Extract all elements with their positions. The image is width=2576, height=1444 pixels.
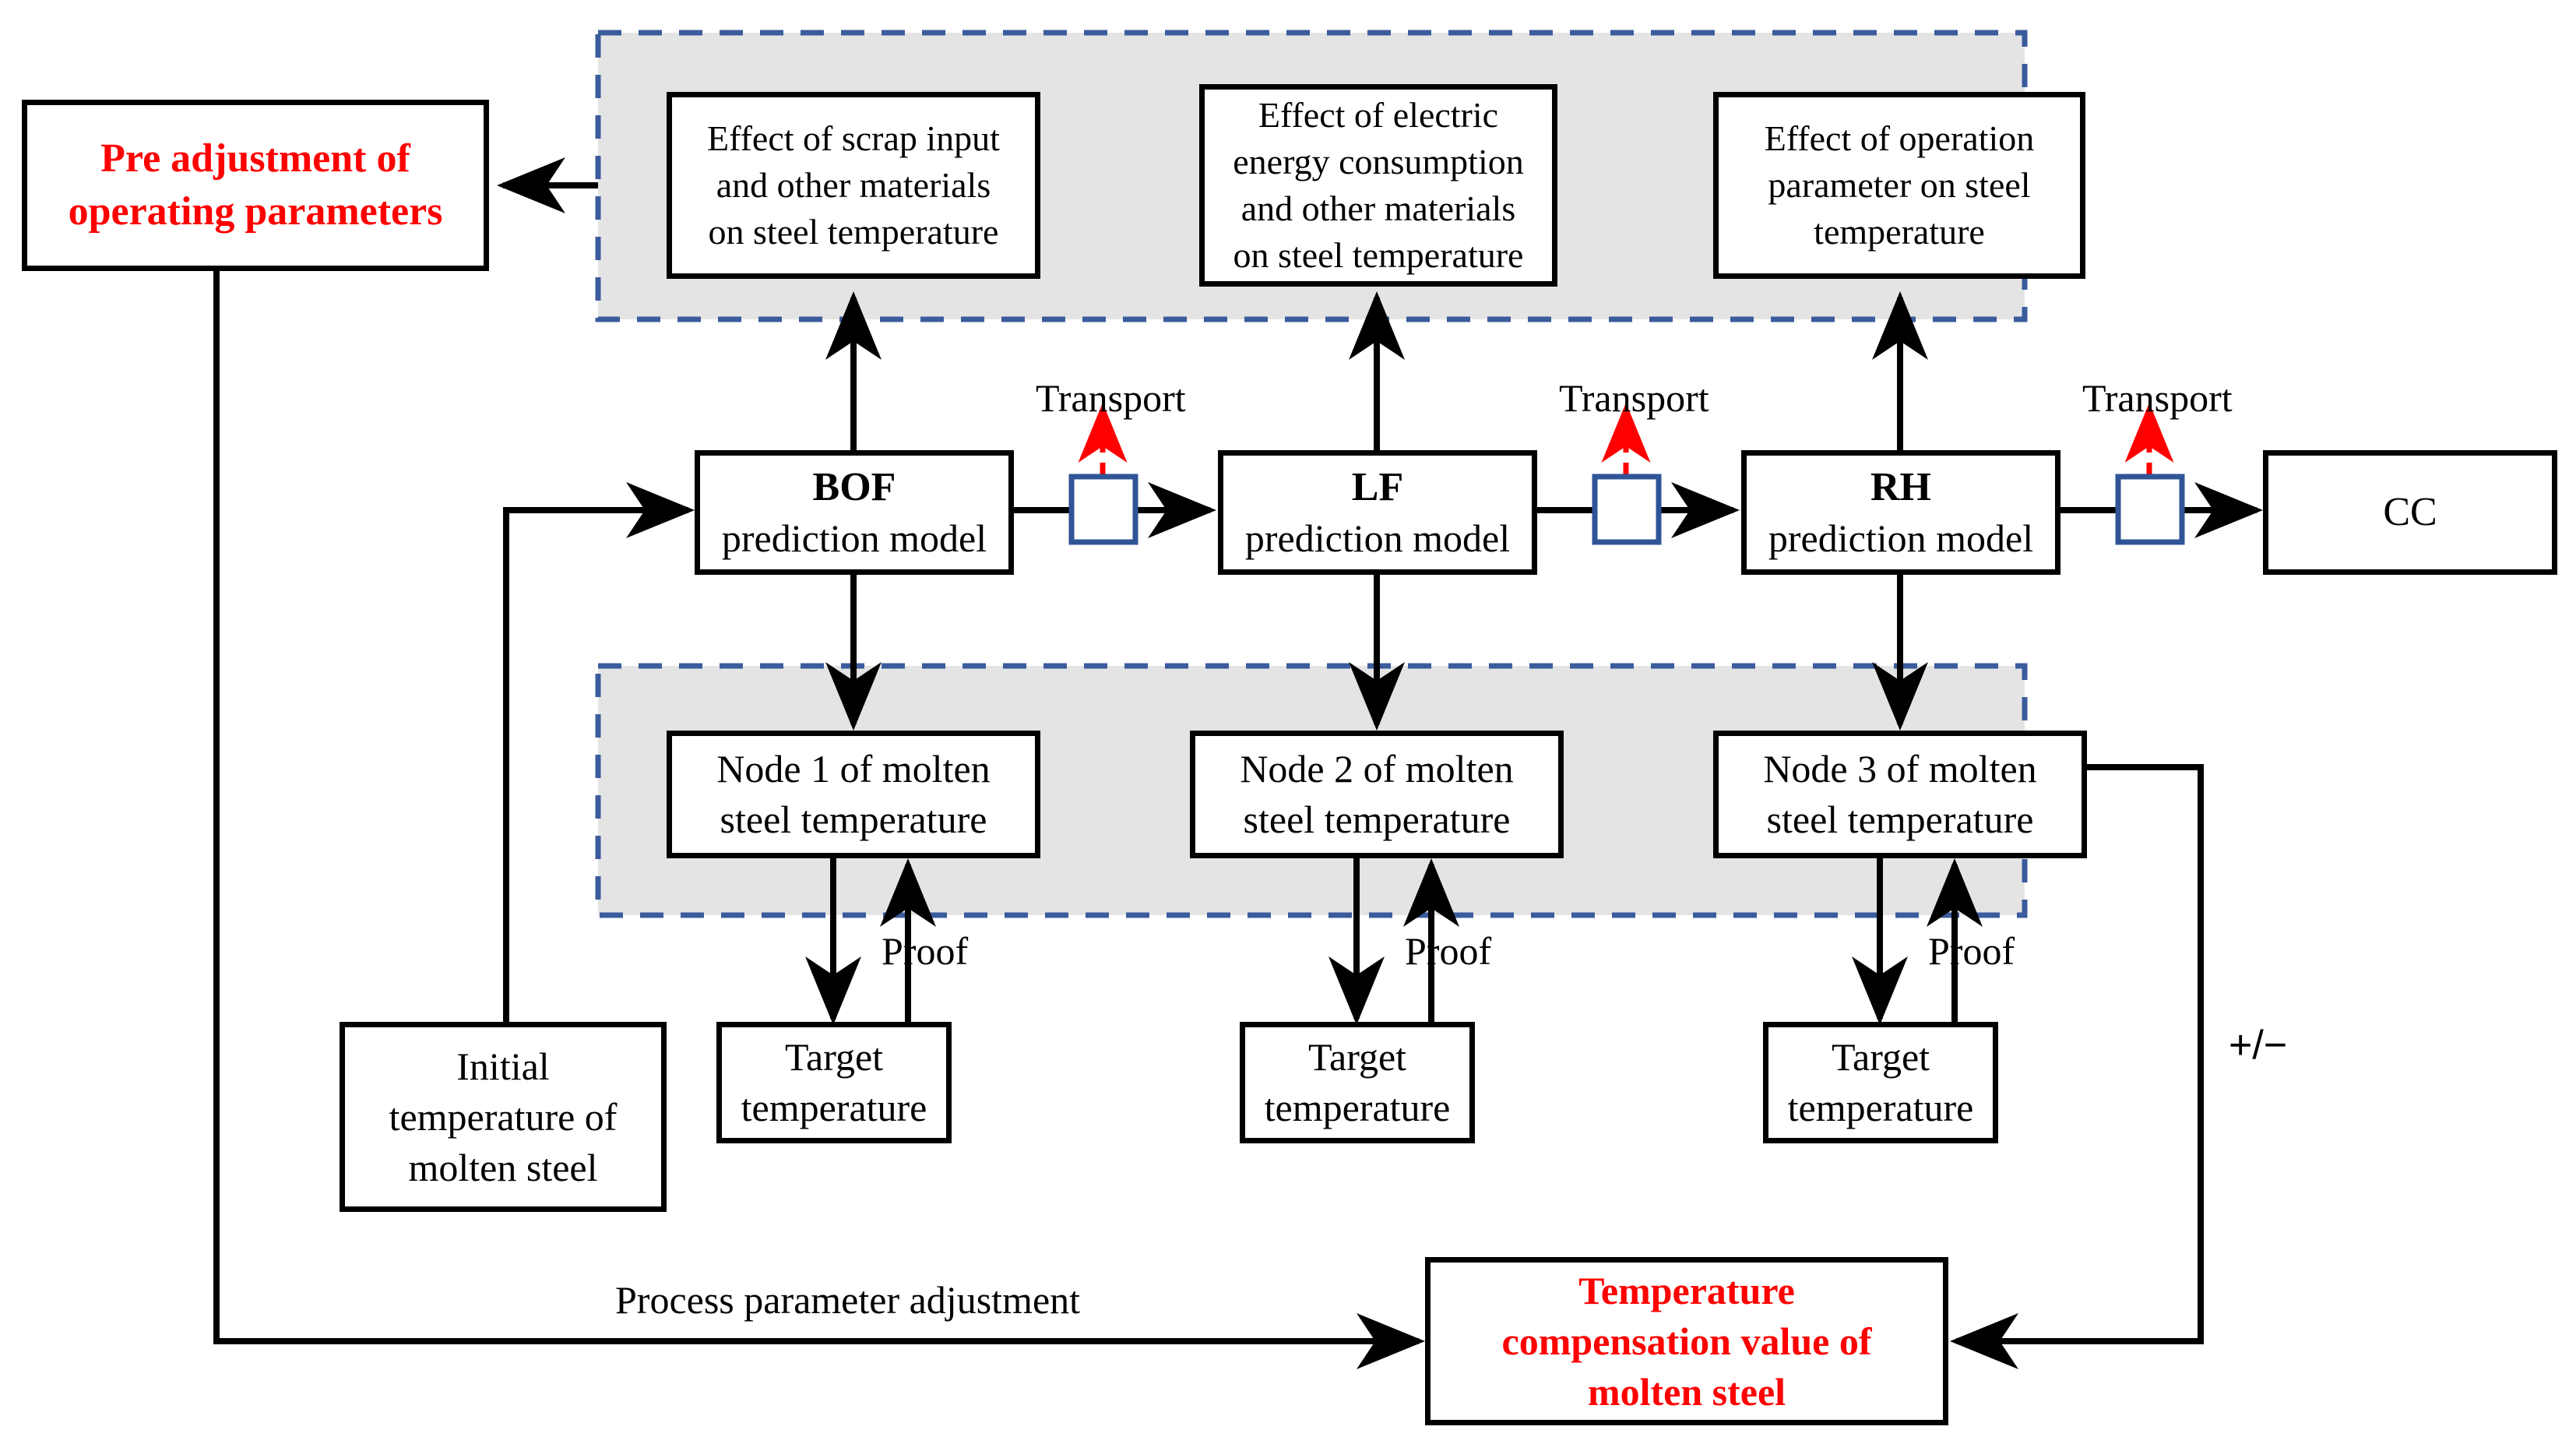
cc-label: CC — [2383, 490, 2437, 535]
label-transport-2: Transport — [1559, 376, 1709, 420]
label-proof-3: Proof — [1928, 929, 2015, 973]
label-transport-3: Transport — [2082, 376, 2233, 420]
box-lf-prediction-model[interactable]: LF prediction model — [1218, 450, 1537, 575]
label-plus-minus: +/− — [2229, 1023, 2288, 1068]
label-proof-1: Proof — [882, 929, 969, 973]
lf-subtitle: prediction model — [1244, 516, 1511, 561]
rh-title: RH — [1870, 464, 1931, 509]
bof-title: BOF — [812, 464, 896, 509]
transport-box-3 — [2115, 474, 2185, 545]
label-proof-2: Proof — [1405, 929, 1492, 973]
lf-title: LF — [1351, 464, 1404, 509]
box-cc[interactable]: CC — [2263, 450, 2557, 575]
label-process-parameter-adjustment: Process parameter adjustment — [615, 1278, 1081, 1322]
transport-box-1 — [1068, 474, 1138, 545]
bof-subtitle: prediction model — [721, 516, 987, 561]
transport-box-2 — [1592, 474, 1662, 545]
label-transport-1: Transport — [1036, 376, 1186, 420]
box-rh-prediction-model[interactable]: RH prediction model — [1741, 450, 2060, 575]
rh-subtitle: prediction model — [1768, 516, 2034, 561]
box-bof-prediction-model[interactable]: BOF prediction model — [695, 450, 1014, 575]
